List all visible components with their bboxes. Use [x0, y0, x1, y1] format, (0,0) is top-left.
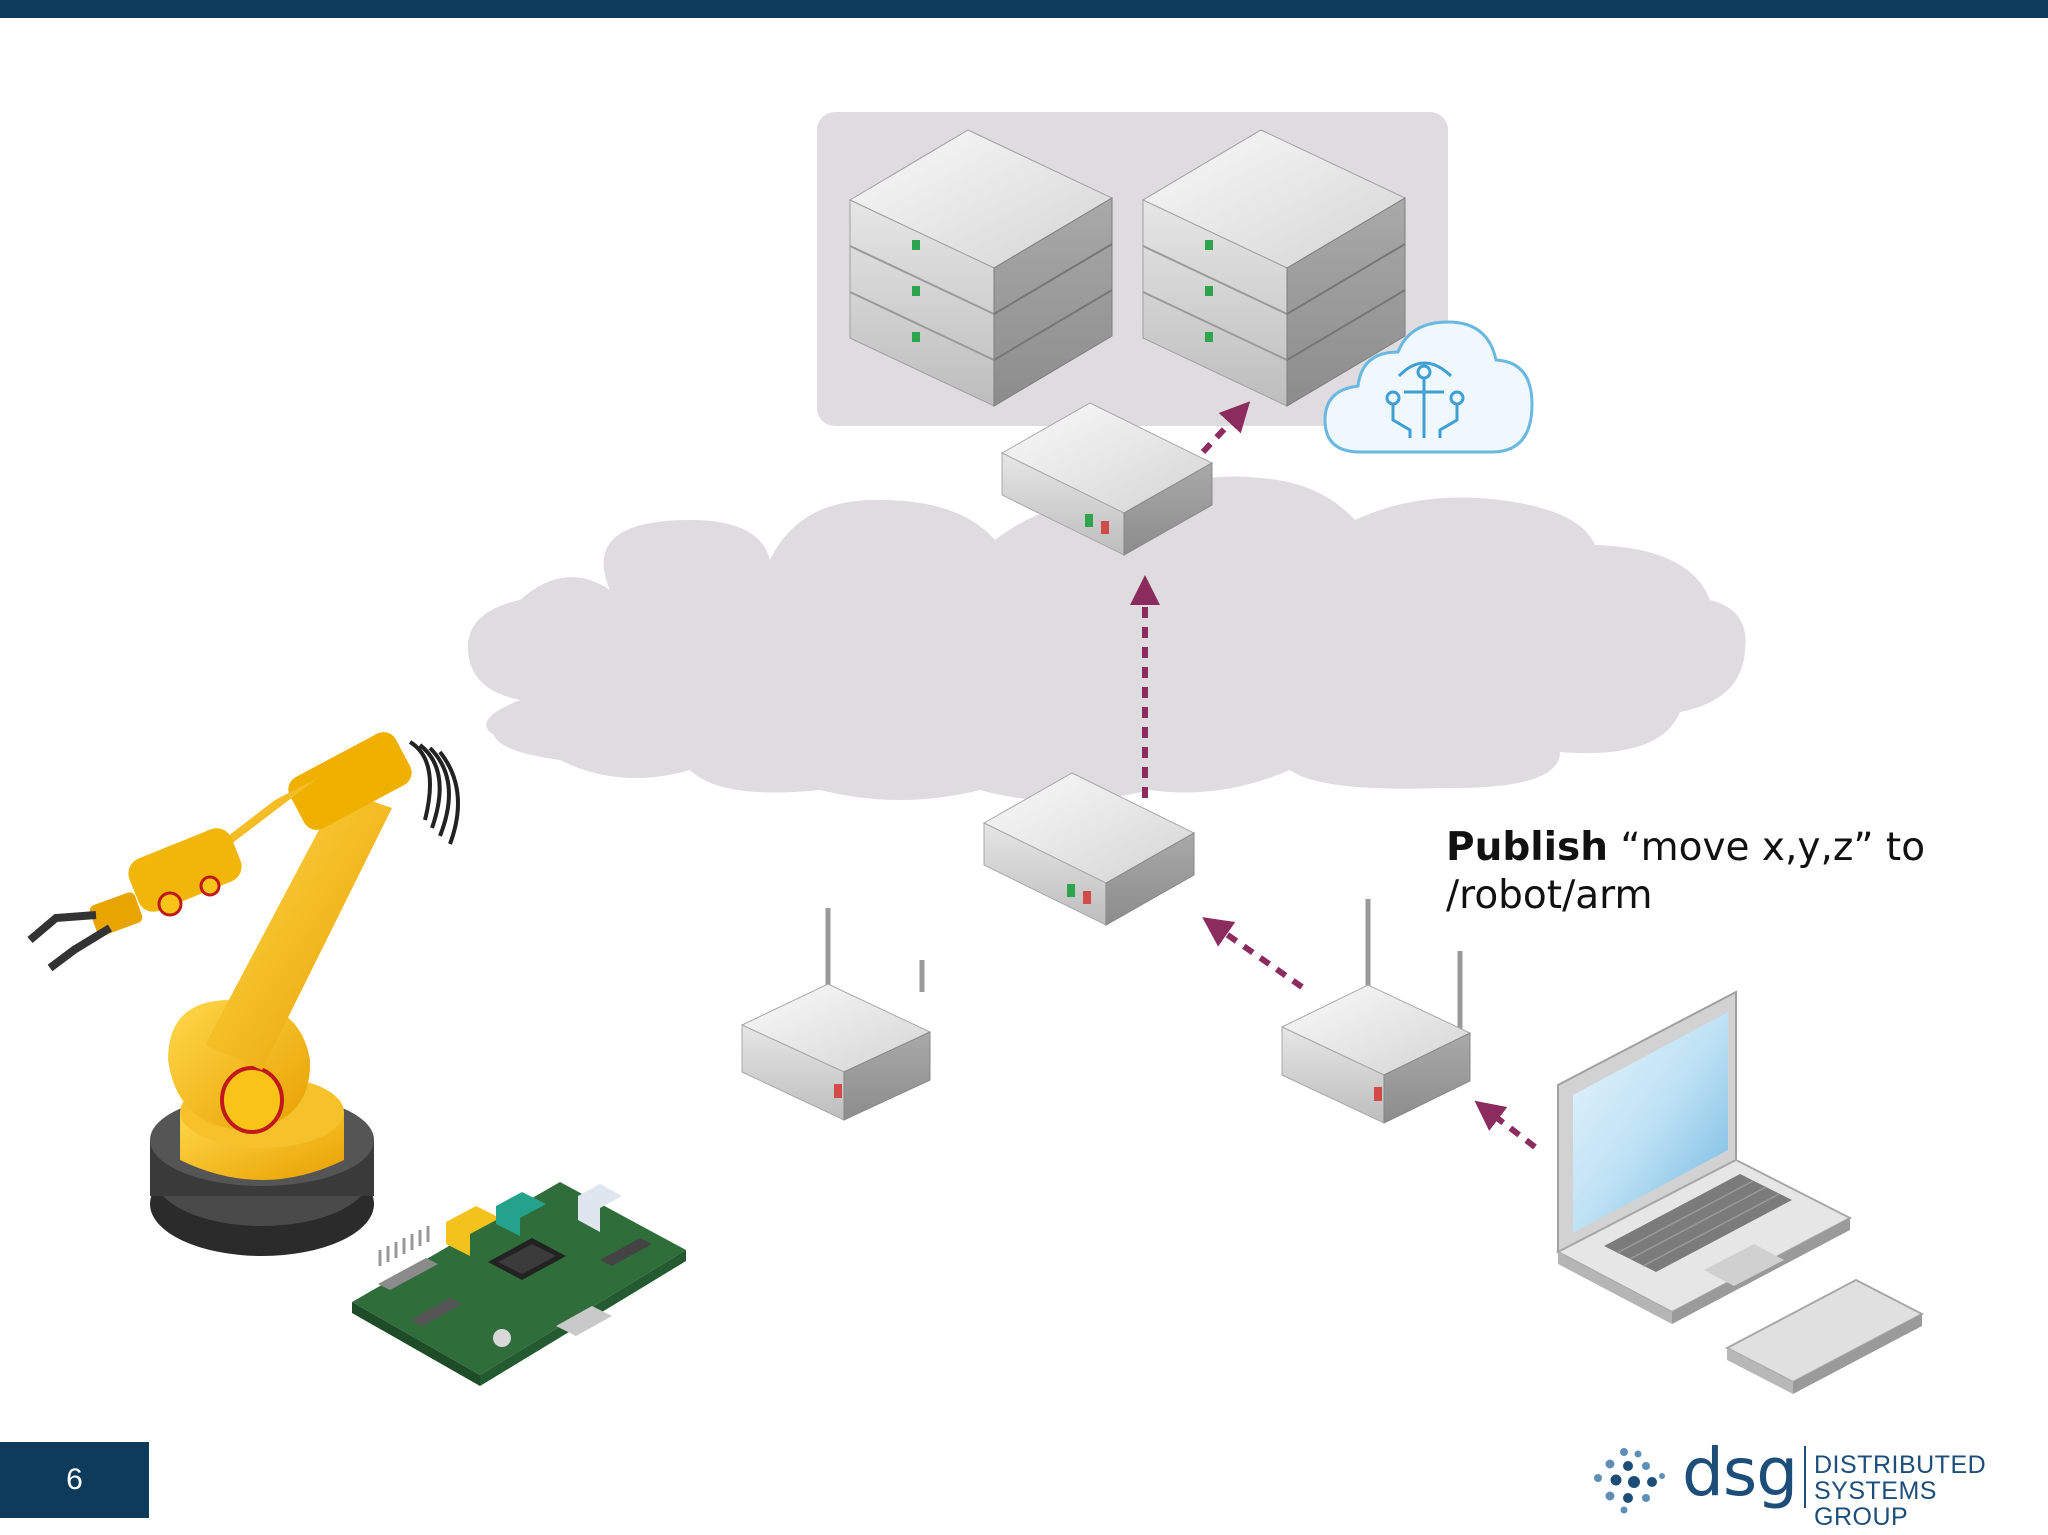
logo-dots-icon — [1594, 1448, 1665, 1514]
page-number: 6 — [0, 1442, 149, 1518]
arrow-router-to-switch — [1202, 917, 1304, 990]
robot-arm-icon — [27, 732, 460, 1256]
publish-flow-arrows — [1130, 401, 1537, 1150]
laptop-icon — [1555, 990, 1925, 1394]
caption-verb: Publish — [1446, 825, 1608, 870]
logo-subtitle-line1: DISTRIBUTED — [1814, 1451, 1987, 1479]
logo-divider — [1804, 1446, 1806, 1508]
network-switch-icon — [982, 772, 1196, 926]
publish-caption: Publish “move x,y,z” to /robot/arm — [1446, 824, 2006, 920]
circuit-board-icon — [352, 1182, 686, 1386]
logo-subtitle-line2: SYSTEMS GROUP — [1814, 1477, 1937, 1531]
server-rack-icon — [848, 129, 1407, 407]
network-switch-icon — [1000, 402, 1214, 556]
wifi-router-icon — [1280, 899, 1472, 1124]
dsg-logo: dsg DISTRIBUTED SYSTEMS GROUP — [1590, 1434, 2010, 1530]
logo-wordmark: dsg — [1682, 1434, 1798, 1511]
logo-subtitle: DISTRIBUTED SYSTEMS GROUP — [1814, 1452, 2010, 1530]
internet-cloud-icon — [467, 476, 1746, 801]
cloud-ai-icon — [1323, 320, 1534, 454]
arrow-laptop-to-router — [1474, 1100, 1537, 1150]
page-number-text: 6 — [66, 1463, 83, 1496]
caption-topic: /robot/arm — [1446, 873, 1653, 918]
wifi-router-icon — [740, 908, 932, 1121]
header-bar — [0, 0, 2048, 18]
arrow-switch-to-datacenter — [1200, 401, 1251, 455]
caption-message: “move x,y,z” to — [1607, 825, 1926, 870]
